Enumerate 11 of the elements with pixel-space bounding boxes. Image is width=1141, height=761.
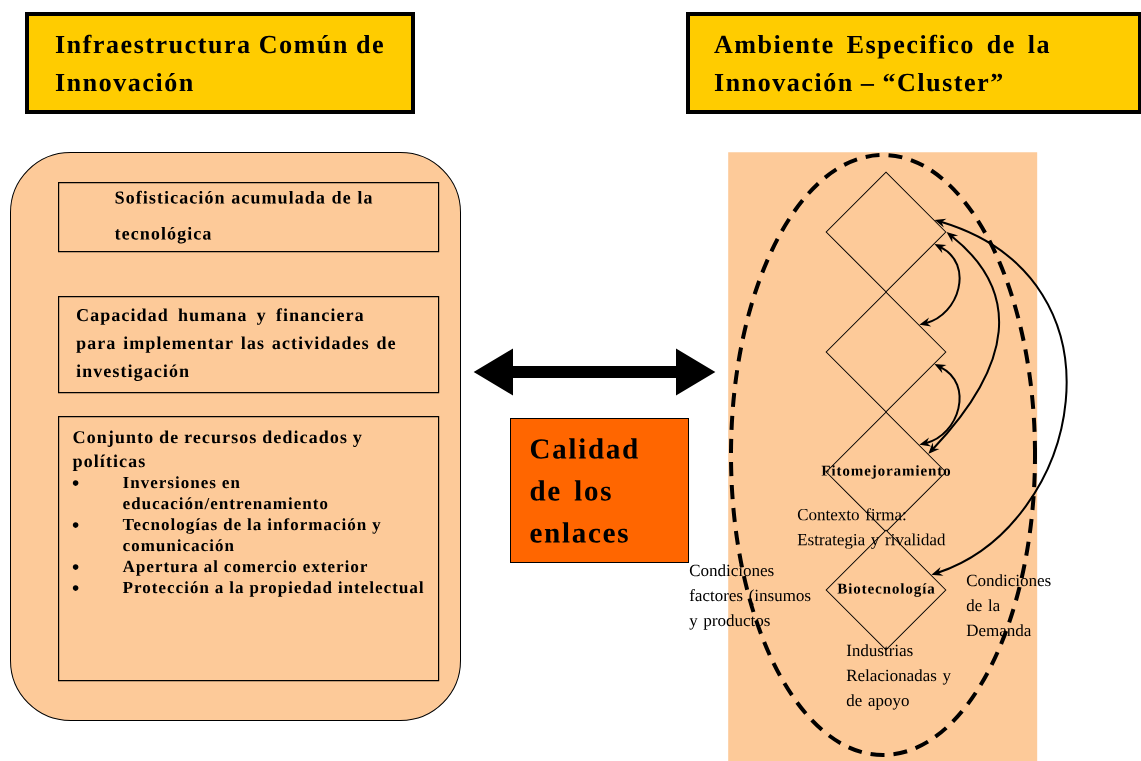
title-box: Ambiente Especifico de la Innovación – “Cluster” <box>686 12 1141 114</box>
list-box: Conjunto de recursos dedicados y políticas Inversiones en educación/entrenamiento Tecnologías de la información y comunicación Apertura al comercio exterior Protección a la propiedad intelectual <box>58 416 440 682</box>
text-box: Capacidad humana y financiera para implementar las actividades de investigación <box>58 296 440 394</box>
diamond-label: Condiciones de la Demanda <box>966 574 1051 637</box>
diamond <box>825 291 947 413</box>
title-box: Infraestructura Común de Innovación <box>25 12 415 114</box>
text-box: Sofisticación acumulada de la tecnológica <box>58 182 440 253</box>
diamond-label: Industrias Relacionadas y de apoyo <box>846 644 951 710</box>
diamond-label: Condiciones factores (insumos y productos <box>689 564 811 630</box>
quality-box: Calidad de los enlaces <box>510 418 689 563</box>
diamond <box>825 171 947 293</box>
